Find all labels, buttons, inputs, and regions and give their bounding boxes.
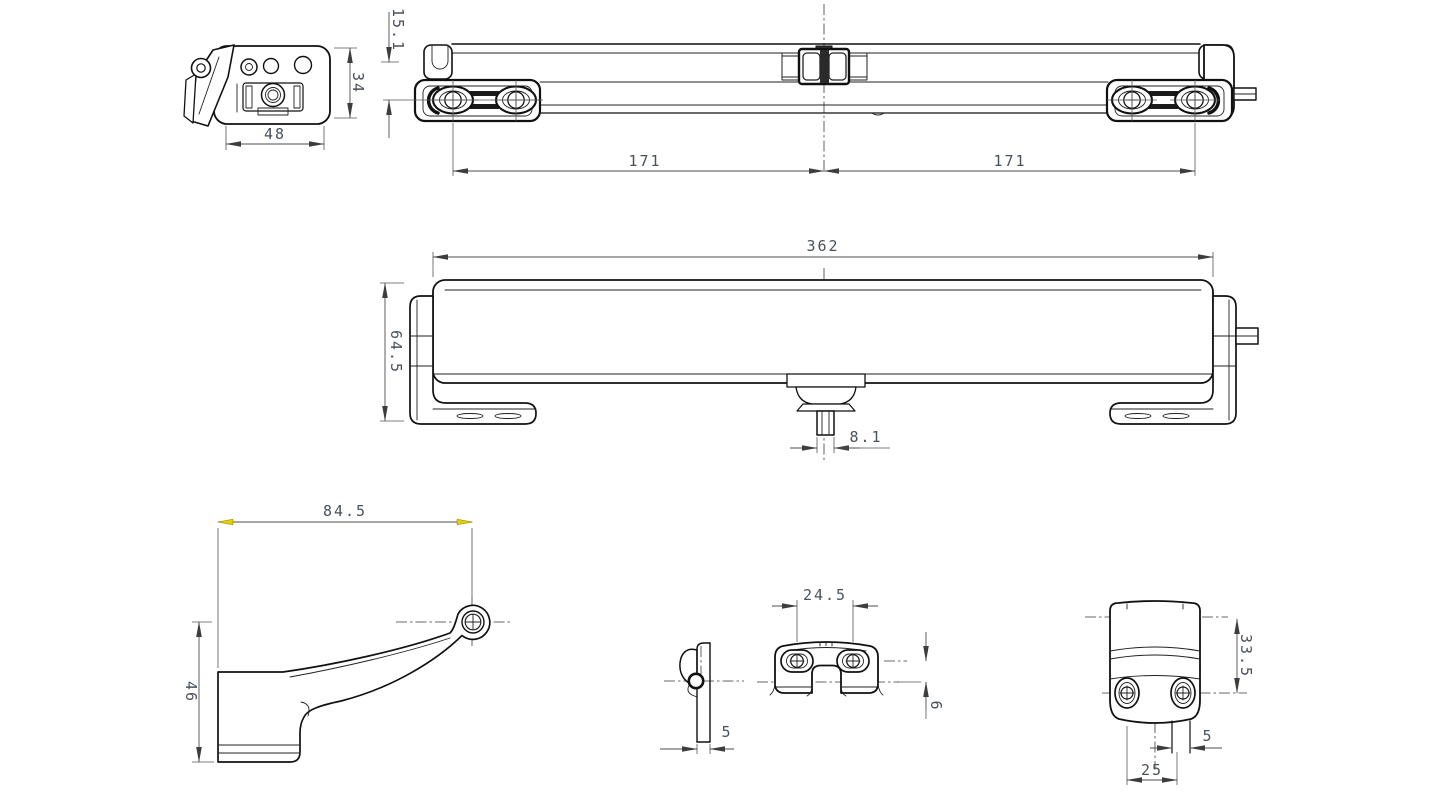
dim-width-48: 48 [225,125,325,150]
dim-text-171-right: 171 [993,152,1026,170]
dim-text-33-5: 33.5 [1237,634,1255,678]
dim-right-span-171: 171 [823,123,1196,176]
dim-length-84-5: 84.5 [217,502,473,668]
view-clip-front: 24.5 6 [757,586,945,719]
dim-text-5-clip: 5 [721,723,732,741]
center-slider-latch [781,45,868,86]
dim-text-171-left: 171 [628,152,661,170]
view-sill: 33.5 5 25 [1085,600,1255,785]
screw-fastener [836,649,870,673]
view-clip-side: 5 [660,642,744,754]
left-foot-bracket [409,295,537,425]
dim-length-362: 362 [432,237,1214,277]
handle-screw-boss [461,610,485,634]
dim-left-span-171: 171 [452,123,825,176]
screw-fastener [1114,677,1140,709]
sill-pin-edges [1171,720,1191,754]
dim-height-64-5: 64.5 [380,282,405,422]
right-foot-bracket [1109,295,1237,425]
dim-pin-8-1: 8.1 [790,428,890,453]
dim-height-33-5: 33.5 [1234,618,1255,694]
view-front: 362 64.5 8.1 [380,237,1259,462]
screw-fastener [1170,677,1196,709]
dim-text-64-5: 64.5 [387,330,405,374]
dim-text-15-1: 15.1 [389,8,407,52]
actuator-housing [432,279,1214,384]
dim-text-6: 6 [927,700,945,711]
dim-height-34: 34 [334,47,367,119]
chain-connector [786,373,866,436]
dim-text-24-5: 24.5 [803,586,847,604]
dim-text-5-sill: 5 [1202,727,1213,745]
right-mounting-bracket [1105,78,1234,123]
dim-offset-15-1: 15.1 [381,8,407,138]
dim-hole-spacing-24-5: 24.5 [772,586,878,642]
dim-text-362: 362 [806,237,839,255]
handle-arm [217,604,491,763]
dim-thickness-5: 5 [660,723,734,754]
clip-pivot-hole [687,672,705,690]
dim-text-84-5: 84.5 [323,502,367,520]
view-handle: 84.5 46 [182,502,512,763]
dim-height-46: 46 [182,621,214,763]
view-top: 15.1 171 171 [381,4,1257,176]
end-cap-boss [260,82,286,108]
dim-text-48: 48 [264,125,286,143]
arm-roller [190,57,212,79]
view-end-cap: 48 34 [183,44,367,150]
dim-text-46: 46 [182,681,200,703]
dim-text-25: 25 [1141,761,1163,779]
left-mounting-bracket [413,78,543,123]
dim-text-8-1: 8.1 [849,428,882,446]
dim-base-offset-6: 6 [897,632,945,719]
dim-text-34: 34 [349,72,367,94]
dim-hole-spacing-25: 25 [1126,726,1178,785]
screw-fastener [780,649,814,673]
dim-pin-offset-5: 5 [1150,727,1222,751]
